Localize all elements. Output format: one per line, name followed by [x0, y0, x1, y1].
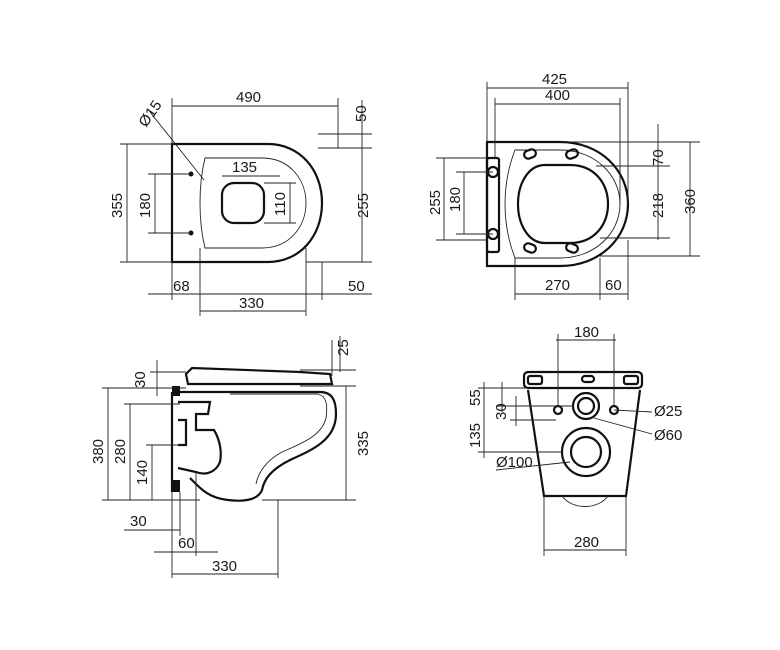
top-view: Ø15 490 50 135 355 180 110 255 68 330 50 — [109, 89, 372, 316]
rear-seat-bar — [522, 370, 644, 390]
bowl-inner-rim — [199, 157, 307, 249]
bowl-outline — [170, 142, 324, 264]
side-wall-flange-top — [172, 386, 180, 396]
side-view: 25 30 380 280 335 140 30 60 330 — [90, 336, 372, 578]
top-view-dimensions — [120, 98, 372, 316]
dim-25: 25 — [335, 339, 352, 356]
dim-30-top: 30 — [132, 371, 149, 388]
seat-view-dimensions — [436, 82, 700, 300]
dim-30-bottom: 30 — [130, 513, 147, 530]
dim-280: 280 — [112, 439, 129, 464]
dim-218: 218 — [650, 193, 667, 218]
seat-inner-outline — [504, 149, 621, 259]
dim-180-rear: 180 — [574, 324, 599, 341]
dim-70: 70 — [650, 149, 667, 166]
dim-380: 380 — [90, 439, 107, 464]
dim-255: 255 — [355, 193, 372, 218]
side-wall-flange-bottom — [172, 480, 180, 492]
dim-d100: Ø100 — [496, 454, 533, 471]
dim-425: 425 — [542, 71, 567, 88]
rear-body — [526, 389, 642, 498]
side-waste-channel — [177, 400, 222, 475]
dim-68: 68 — [173, 278, 190, 295]
dim-255-seat: 255 — [427, 190, 444, 215]
dim-330-side: 330 — [212, 558, 237, 575]
dim-d60: Ø60 — [654, 427, 682, 444]
dim-110: 110 — [272, 192, 289, 216]
hinge-bar — [485, 156, 501, 254]
seat-outline — [485, 140, 630, 268]
dim-335: 335 — [355, 431, 372, 456]
dim-490: 490 — [236, 89, 261, 106]
dim-400: 400 — [545, 87, 570, 104]
dim-180-seat: 180 — [447, 187, 464, 212]
dim-360: 360 — [682, 189, 699, 214]
rear-view-dimensions — [478, 334, 653, 556]
side-bowl-body — [172, 390, 338, 502]
dim-30-rear: 30 — [493, 403, 510, 420]
dim-180: 180 — [137, 193, 154, 218]
dim-d25: Ø25 — [654, 403, 682, 420]
rear-waste-outlet — [560, 426, 612, 478]
side-view-dimensions — [102, 336, 356, 578]
rear-fixing-hole-left — [552, 404, 564, 416]
dim-140: 140 — [134, 460, 151, 485]
seat-view: 425 400 70 255 180 218 360 270 60 — [427, 71, 700, 300]
dim-280-rear: 280 — [574, 534, 599, 551]
dim-135-rear: 135 — [467, 423, 484, 448]
dim-60-seat: 60 — [605, 277, 622, 294]
bowl-opening — [220, 181, 266, 225]
dim-50-top: 50 — [353, 105, 370, 122]
dim-60-side: 60 — [178, 535, 195, 552]
dim-355: 355 — [109, 193, 126, 218]
seat-opening — [516, 163, 610, 245]
dim-330: 330 — [239, 295, 264, 312]
dim-135: 135 — [232, 159, 257, 176]
dim-50-bottom: 50 — [348, 278, 365, 295]
dim-270: 270 — [545, 277, 570, 294]
rear-view: 180 135 55 30 Ø25 Ø60 Ø100 280 — [467, 324, 682, 556]
dim-55: 55 — [467, 389, 484, 406]
side-seat-lid — [184, 366, 334, 386]
side-bowl-inner — [230, 393, 328, 485]
